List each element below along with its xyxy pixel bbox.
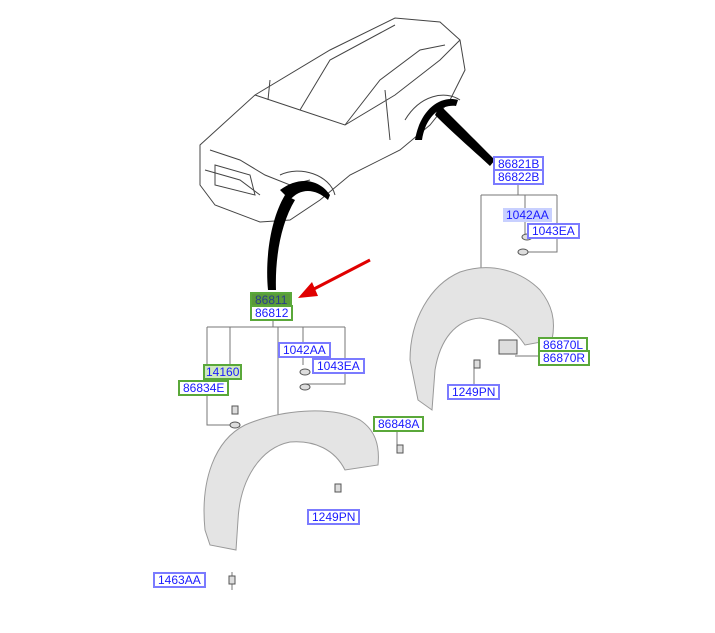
front-leader-band	[267, 195, 295, 290]
rear-wheel-guard	[409, 267, 554, 411]
part-label-86822b[interactable]: 86822B	[493, 169, 545, 185]
front-arch-highlight	[280, 180, 330, 200]
leader-lines	[206, 182, 558, 590]
part-label-front-1043ea[interactable]: 1043EA	[312, 358, 365, 374]
fasteners	[228, 233, 533, 585]
part-label-86834e[interactable]: 86834E	[178, 380, 230, 396]
part-label-86870r[interactable]: 86870R	[538, 350, 591, 366]
rear-leader-band	[435, 105, 495, 166]
part-label-1463aa[interactable]: 1463AA	[153, 572, 206, 588]
part-label-front-1249pn[interactable]: 1249PN	[307, 509, 361, 525]
part-label-rear-1042aa[interactable]: 1042AA	[503, 208, 552, 222]
pointer-arrow-head	[298, 282, 318, 298]
part-label-86811[interactable]: 86811	[250, 292, 293, 308]
pointer-arrow-shaft	[311, 258, 371, 292]
part-label-86812[interactable]: 86812	[250, 305, 294, 321]
part-label-front-1042aa[interactable]: 1042AA	[278, 342, 331, 358]
front-wheel-guard	[203, 410, 379, 551]
rear-arch-highlight	[415, 99, 458, 140]
part-label-86821b[interactable]: 86821B	[493, 156, 545, 172]
part-label-rear-1043ea[interactable]: 1043EA	[527, 223, 580, 239]
part-label-14160[interactable]: 14160	[203, 364, 243, 380]
vehicle-illustration	[199, 17, 466, 223]
part-label-86848a[interactable]: 86848A	[373, 416, 425, 432]
part-label-rear-1249pn[interactable]: 1249PN	[447, 384, 501, 400]
